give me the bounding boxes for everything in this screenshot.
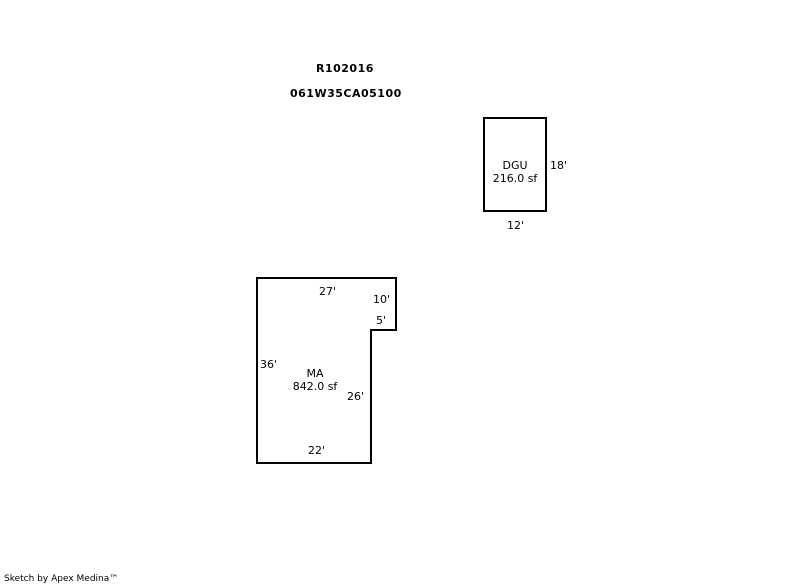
ma-dimension-right-inner: 26'	[347, 390, 365, 403]
dgu-dimension-right: 18'	[550, 159, 568, 172]
ma-dimension-top: 27'	[319, 285, 337, 298]
ma-dimension-bottom: 22'	[308, 444, 326, 457]
ma-code: MA	[306, 367, 324, 380]
dgu-label: DGU 216.0 sf	[485, 159, 545, 185]
map-number: 061W35CA05100	[290, 87, 402, 100]
dgu-outline	[483, 117, 547, 212]
dgu-dimension-bottom: 12'	[507, 219, 525, 232]
ma-area: 842.0 sf	[292, 380, 338, 393]
ma-dimension-notch-height: 10'	[373, 293, 391, 306]
dgu-code: DGU	[502, 159, 528, 172]
ma-outline	[256, 277, 397, 464]
sketch-credit: Sketch by Apex Medina™	[4, 574, 119, 584]
ma-label: MA 842.0 sf	[278, 367, 352, 393]
parcel-id: R102016	[316, 62, 374, 75]
ma-dimension-notch-width: 5'	[376, 314, 387, 327]
ma-dimension-left: 36'	[260, 358, 278, 371]
dgu-area: 216.0 sf	[492, 172, 538, 185]
